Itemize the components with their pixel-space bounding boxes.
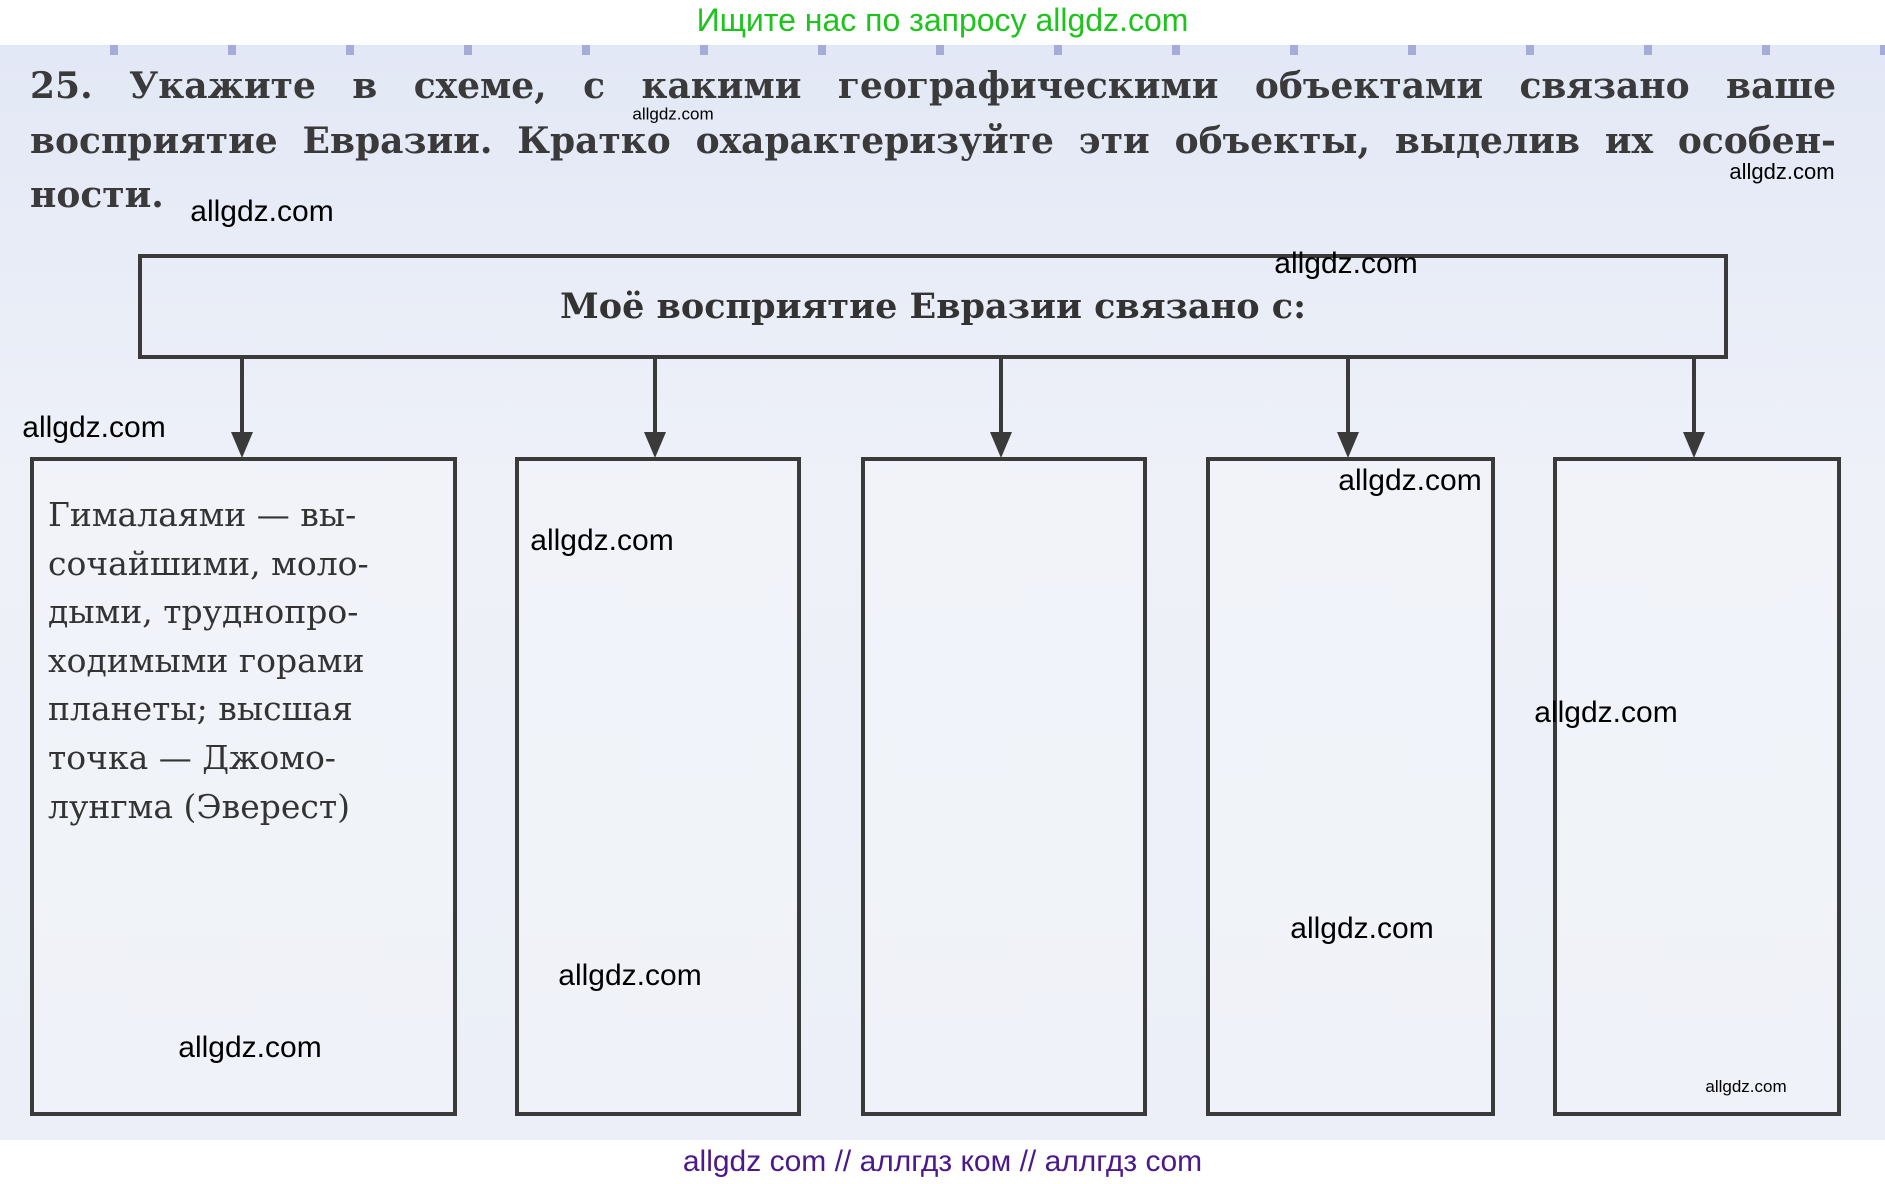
watermark: allgdz.com — [22, 411, 166, 444]
arrow-down-icon — [1337, 357, 1359, 458]
watermark: allgdz.com — [1705, 1077, 1787, 1096]
diagram-box-3[interactable] — [861, 457, 1147, 1116]
textbook-page — [0, 45, 1885, 1140]
watermark: allgdz.com — [632, 104, 714, 124]
arrow-down-icon — [231, 357, 253, 458]
diagram-root-label: Моё восприятие Евразии связано с: — [560, 286, 1306, 327]
watermark: allgdz.com — [530, 524, 674, 557]
watermark: allgdz.com — [558, 959, 702, 992]
watermark: allgdz.com — [1338, 464, 1482, 497]
watermark: allgdz.com — [1729, 159, 1835, 184]
watermark: allgdz.com — [178, 1031, 322, 1064]
watermark: allgdz.com — [1534, 696, 1678, 729]
page-edge-decoration — [0, 45, 1885, 55]
footer-watermark: allgdz com // аллгдз ком // аллгдз com — [682, 1145, 1203, 1178]
box-1-text: Гималаями — вы- сочайшими, моло- дыми, т… — [48, 495, 369, 826]
arrow-down-icon — [1683, 357, 1705, 458]
search-banner: Ищите нас по запросу allgdz.com — [696, 2, 1189, 38]
watermark: allgdz.com — [1274, 247, 1418, 280]
diagram-box-5[interactable] — [1553, 457, 1841, 1116]
diagram-box-2[interactable] — [515, 457, 801, 1116]
arrow-down-icon — [644, 357, 666, 458]
task-line-1: 25. Укажите в схеме, с какими географиче… — [30, 65, 1836, 107]
watermark: allgdz.com — [190, 195, 334, 228]
arrow-down-icon — [990, 357, 1012, 458]
diagram-box-1: Гималаями — вы- сочайшими, моло- дыми, т… — [30, 457, 457, 1116]
diagram-root-box: Моё восприятие Евразии связано с: — [138, 254, 1728, 359]
task-line-3: ности. — [30, 174, 164, 216]
task-line-2: восприятие Евразии. Кратко охарактеризуй… — [30, 120, 1836, 162]
watermark: allgdz.com — [1290, 912, 1434, 945]
diagram-box-4[interactable] — [1206, 457, 1495, 1116]
